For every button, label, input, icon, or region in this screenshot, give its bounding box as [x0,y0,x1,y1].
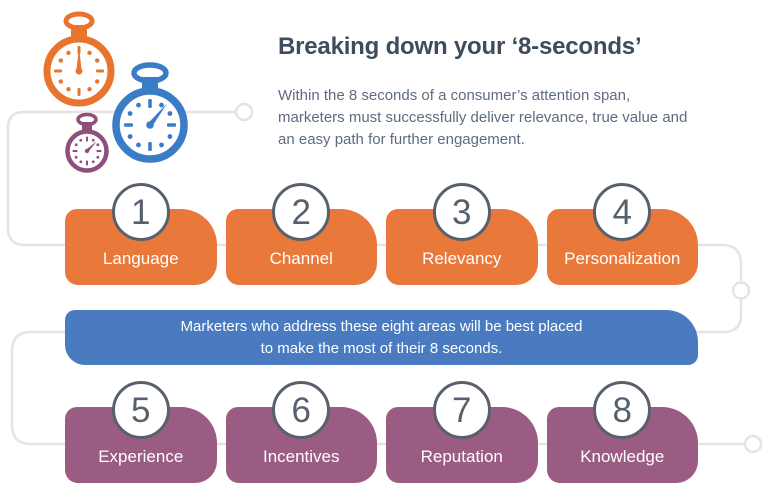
blue-stopwatch-icon [112,62,188,163]
purple-stopwatch-icon [65,112,109,173]
intro-text: Within the 8 seconds of a consumer’s att… [278,87,688,148]
connector-path [6,102,763,454]
step-number: 1 [131,192,151,232]
step-box-relevancy: 3 Relevancy [386,183,538,285]
step-number: 5 [131,390,151,430]
step-box-channel: 2 Channel [225,183,377,285]
step-number: 4 [612,192,632,232]
step-number-badge: 7 [432,381,491,439]
summary-banner: Marketers who address these eight areas … [65,310,698,365]
step-label: Incentives [262,447,340,466]
step-number-badge: 6 [272,381,331,439]
summary-banner-text: Marketers who address these eight areas … [180,317,583,357]
orange-stopwatch-icon [43,11,115,107]
step-number-badge: 4 [593,183,652,241]
step-number-badge: 2 [272,183,331,241]
step-box-knowledge: 8 Knowledge [546,381,698,483]
step-label: Reputation [420,447,503,466]
step-box-experience: 5 Experience [65,381,217,483]
step-box-personalization: 4 Personalization [546,183,698,285]
step-label: Language [102,249,179,268]
step-number: 2 [291,192,311,232]
step-label: Knowledge [580,447,665,466]
step-number: 8 [612,390,632,430]
step-box-incentives: 6 Incentives [225,381,377,483]
node-ring-middle-icon [731,281,751,300]
step-number: 7 [452,390,472,430]
step-box-reputation: 7 Reputation [386,381,538,483]
step-label: Relevancy [422,249,502,268]
step-number-badge: 5 [111,381,170,439]
step-label: Channel [269,249,333,268]
step-box-language: 1 Language [65,183,217,285]
step-number: 6 [291,390,311,430]
page-title: Breaking down your ‘8-seconds’ [278,33,642,60]
step-number-badge: 1 [111,183,170,241]
header: Breaking down your ‘8-seconds’ Within th… [278,33,738,150]
step-number-badge: 3 [432,183,491,241]
bottom-step-row: 5 Experience 6 Incentives 7 Reputation 8… [65,381,698,483]
step-label: Personalization [564,249,681,268]
step-number-badge: 8 [593,381,652,439]
top-step-row: 1 Language 2 Channel 3 Relevancy 4 Perso… [65,183,698,285]
node-ring-bottom-icon [743,434,763,454]
step-label: Experience [98,447,184,466]
node-ring-top-icon [234,102,254,122]
step-number: 3 [452,192,472,232]
